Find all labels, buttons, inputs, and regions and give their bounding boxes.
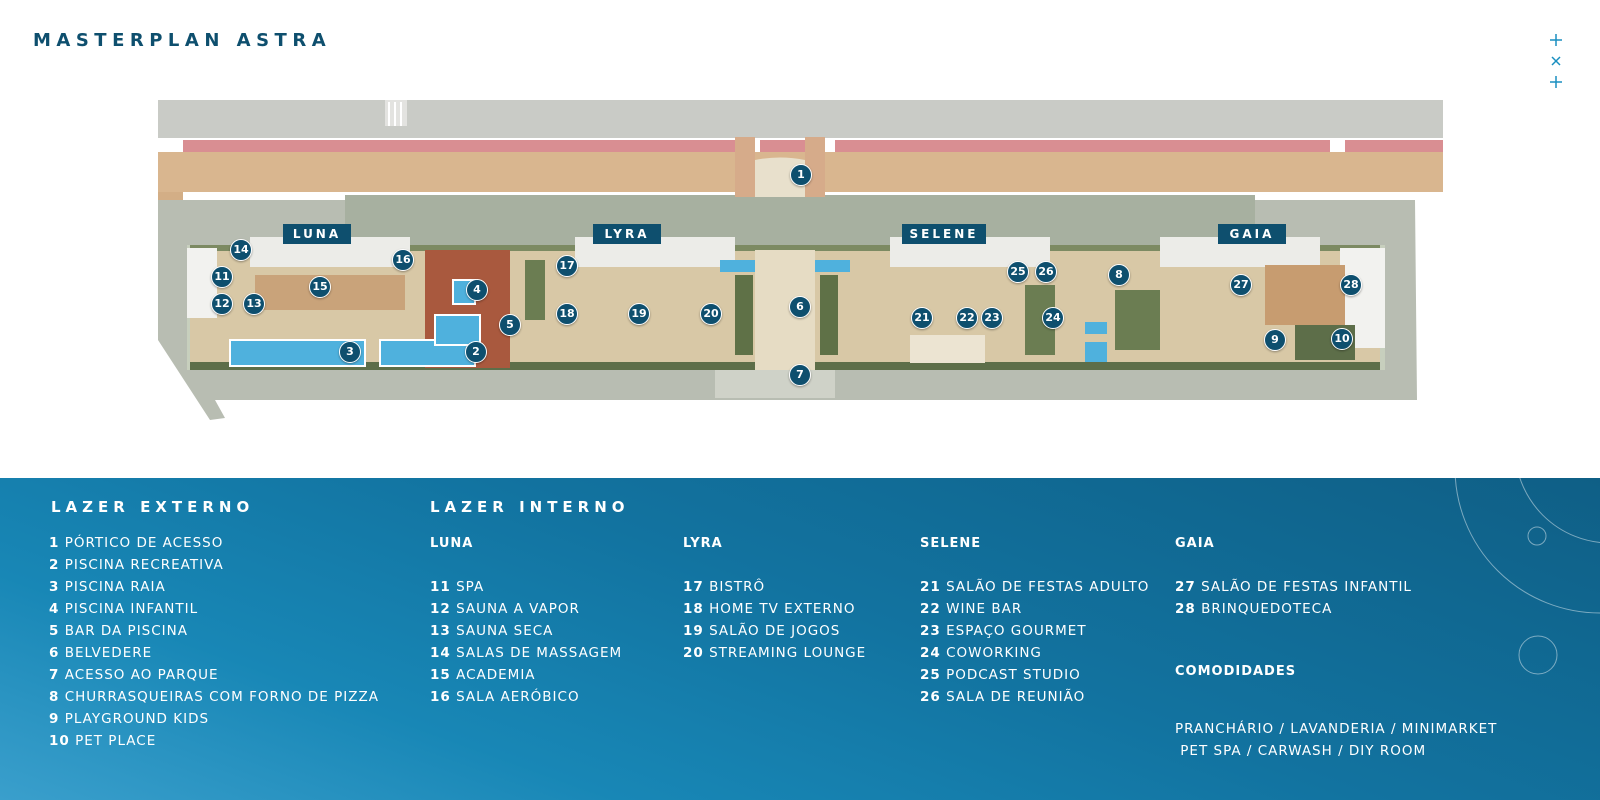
luna-heading: LUNA [430,536,474,551]
map-pin-4[interactable]: 4 [466,279,488,301]
list-item: 13 SAUNA SECA [430,623,554,639]
map-pin-19[interactable]: 19 [628,303,650,325]
map-pin-10[interactable]: 10 [1331,328,1353,350]
map-pin-2[interactable]: 2 [465,341,487,363]
list-item: 16 SALA AERÓBICO [430,689,580,705]
map-pin-28[interactable]: 28 [1340,274,1362,296]
list-item: 7 ACESSO AO PARQUE [49,667,219,683]
list-item: 17 BISTRÔ [683,579,766,595]
list-item: 4 PISCINA INFANTIL [49,601,199,617]
map-pin-21[interactable]: 21 [911,307,933,329]
page-title: MASTERPLAN ASTRA [33,30,332,51]
list-item: 25 PODCAST STUDIO [920,667,1081,683]
map-pin-5[interactable]: 5 [499,314,521,336]
list-item: 28 BRINQUEDOTECA [1175,601,1333,617]
map-pin-1[interactable]: 1 [790,164,812,186]
list-item: 9 PLAYGROUND KIDS [49,711,210,727]
gaia-list: 27 SALÃO DE FESTAS INFANTIL 28 BRINQUEDO… [1175,576,1412,620]
tower-label-selene: SELENE [902,224,986,244]
selene-heading: SELENE [920,536,982,551]
map-pin-8[interactable]: 8 [1108,264,1130,286]
list-item: 18 HOME TV EXTERNO [683,601,856,617]
lazer-externo-list: 1 PÓRTICO DE ACESSO 2 PISCINA RECREATIVA… [49,532,379,752]
lyra-list: 17 BISTRÔ 18 HOME TV EXTERNO 19 SALÃO DE… [683,576,866,664]
list-item: 12 SAUNA A VAPOR [430,601,580,617]
list-item: 6 BELVEDERE [49,645,153,661]
map-pin-23[interactable]: 23 [981,307,1003,329]
tower-label-luna: LUNA [283,224,351,244]
gaia-heading: GAIA [1175,536,1215,551]
list-item: 8 CHURRASQUEIRAS COM FORNO DE PIZZA [49,689,379,705]
lyra-heading: LYRA [683,536,723,551]
legend-panel: LAZER EXTERNO 1 PÓRTICO DE ACESSO 2 PISC… [0,478,1600,800]
map-pin-12[interactable]: 12 [211,293,233,315]
list-item: 3 PISCINA RAIA [49,579,166,595]
comodidades-line-2: PET SPA / CARWASH / DIY ROOM [1175,743,1427,759]
list-item: 24 COWORKING [920,645,1042,661]
list-item: 22 WINE BAR [920,601,1023,617]
tower-label-gaia: GAIA [1218,224,1286,244]
map-pin-15[interactable]: 15 [309,276,331,298]
list-item: 20 STREAMING LOUNGE [683,645,867,661]
sparkle-icon [1550,34,1562,88]
list-item: 27 SALÃO DE FESTAS INFANTIL [1175,579,1412,595]
list-item: 1 PÓRTICO DE ACESSO [49,535,224,551]
map-pin-20[interactable]: 20 [700,303,722,325]
lazer-interno-heading: LAZER INTERNO [430,498,630,516]
map-pin-22[interactable]: 22 [956,307,978,329]
map-pin-16[interactable]: 16 [392,249,414,271]
decorative-orbits [1454,478,1600,675]
map-pin-25[interactable]: 25 [1007,261,1029,283]
list-item: 2 PISCINA RECREATIVA [49,557,224,573]
list-item: 15 ACADEMIA [430,667,536,683]
list-item: 19 SALÃO DE JOGOS [683,623,841,639]
list-item: 21 SALÃO DE FESTAS ADULTO [920,579,1150,595]
selene-list: 21 SALÃO DE FESTAS ADULTO 22 WINE BAR 23… [920,576,1149,708]
map-pin-27[interactable]: 27 [1230,274,1252,296]
list-item: 14 SALAS DE MASSAGEM [430,645,623,661]
map-pin-17[interactable]: 17 [556,255,578,277]
comodidades-heading: COMODIDADES [1175,664,1297,679]
map-pin-13[interactable]: 13 [243,293,265,315]
tower-label-lyra: LYRA [593,224,661,244]
map-pin-7[interactable]: 7 [789,364,811,386]
map-pin-18[interactable]: 18 [556,303,578,325]
lazer-externo-heading: LAZER EXTERNO [51,498,255,516]
map-pin-3[interactable]: 3 [339,341,361,363]
map-pin-9[interactable]: 9 [1264,329,1286,351]
map-pin-24[interactable]: 24 [1042,307,1064,329]
map-pin-6[interactable]: 6 [789,296,811,318]
map-pin-26[interactable]: 26 [1035,261,1057,283]
list-item: 10 PET PLACE [49,733,157,749]
list-item: 11 SPA [430,579,485,595]
comodidades-line-1: PRANCHÁRIO / LAVANDERIA / MINIMARKET [1175,721,1498,737]
map-pin-14[interactable]: 14 [230,239,252,261]
luna-list: 11 SPA 12 SAUNA A VAPOR 13 SAUNA SECA 14… [430,576,622,708]
list-item: 5 BAR DA PISCINA [49,623,188,639]
site-plan-map: LUNA LYRA SELENE GAIA 1 2 3 4 5 6 7 8 9 … [155,100,1445,430]
list-item: 23 ESPAÇO GOURMET [920,623,1087,639]
list-item: 26 SALA DE REUNIÃO [920,689,1086,705]
map-pin-11[interactable]: 11 [211,266,233,288]
